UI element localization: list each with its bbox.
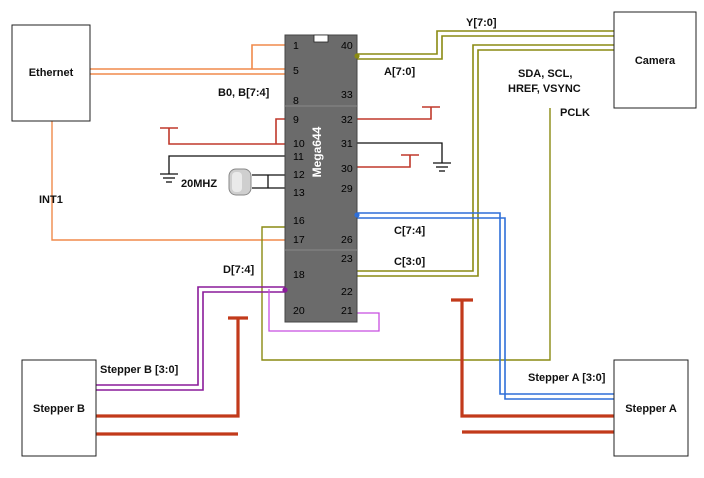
c30-label: C[3:0]	[394, 256, 426, 268]
pclk-label: PCLK	[560, 107, 590, 119]
c74-label: C[7:4]	[394, 225, 426, 237]
a-bus-label: A[7:0]	[384, 66, 416, 78]
pin-13: 13	[293, 187, 305, 199]
d-bus-wire	[96, 286, 285, 391]
connection-dots	[282, 53, 360, 293]
stepper-a-box: Stepper A	[613, 359, 689, 457]
pin-23: 23	[341, 253, 353, 265]
chip-notch	[313, 34, 329, 43]
pin-11: 11	[293, 151, 304, 163]
ethernet-box: Ethernet	[11, 24, 91, 122]
pin-12: 12	[293, 169, 305, 181]
int1-label: INT1	[39, 194, 63, 206]
y-bus-wire	[357, 30, 614, 60]
pin-16: 16	[293, 215, 305, 227]
pin-1: 1	[293, 40, 299, 52]
pin-30: 30	[341, 163, 353, 175]
mega644-chip: Mega644 1 5 8 9 10 11 12 13 16 17 18 20 …	[284, 34, 358, 323]
pin-5: 5	[293, 65, 299, 77]
ethernet-bus-wire	[90, 44, 285, 75]
pin-31: 31	[341, 138, 353, 150]
pin-21: 21	[341, 305, 353, 317]
pin-29: 29	[341, 183, 353, 195]
sda-bus-wire	[357, 44, 614, 277]
pin21-loop-wire	[268, 289, 380, 332]
int1-wire	[51, 121, 285, 241]
pclk-wire	[261, 108, 551, 361]
pin-18: 18	[293, 269, 305, 281]
pin-33: 33	[341, 89, 353, 101]
pin-10: 10	[293, 138, 305, 150]
pin-22: 22	[341, 286, 353, 298]
b-bus-label: B0, B[7:4]	[218, 87, 270, 99]
pin-9: 9	[293, 114, 299, 126]
stepper-a-power-wire	[451, 298, 614, 434]
pin-20: 20	[293, 305, 305, 317]
pin-32: 32	[341, 114, 353, 126]
pin-40: 40	[341, 40, 353, 52]
d-bus-label: D[7:4]	[223, 264, 255, 276]
crystal-label: 20MHZ	[181, 178, 217, 190]
y-bus-label: Y[7:0]	[466, 17, 497, 29]
stepper-b-box: Stepper B	[21, 359, 97, 457]
stepper-a-bus-label: Stepper A [3:0]	[528, 372, 606, 384]
sda-scl-label: SDA, SCL,	[518, 68, 572, 80]
pin-17: 17	[293, 234, 305, 246]
href-vsync-label: HREF, VSYNC	[508, 83, 581, 95]
camera-label: Camera	[635, 55, 676, 67]
ethernet-label: Ethernet	[29, 67, 74, 79]
chip-name: Mega644	[310, 126, 324, 177]
crystal-icon	[228, 168, 252, 196]
stepper-a-label: Stepper A	[625, 403, 677, 415]
supply-wires	[160, 106, 440, 168]
stepper-b-label: Stepper B	[33, 403, 85, 415]
pin-26: 26	[341, 234, 353, 246]
camera-box: Camera	[613, 11, 697, 109]
pin-8: 8	[293, 95, 299, 107]
c-bus-wire	[357, 212, 614, 400]
stepper-b-bus-label: Stepper B [3:0]	[100, 364, 179, 376]
stepper-b-power-wire	[96, 316, 248, 436]
